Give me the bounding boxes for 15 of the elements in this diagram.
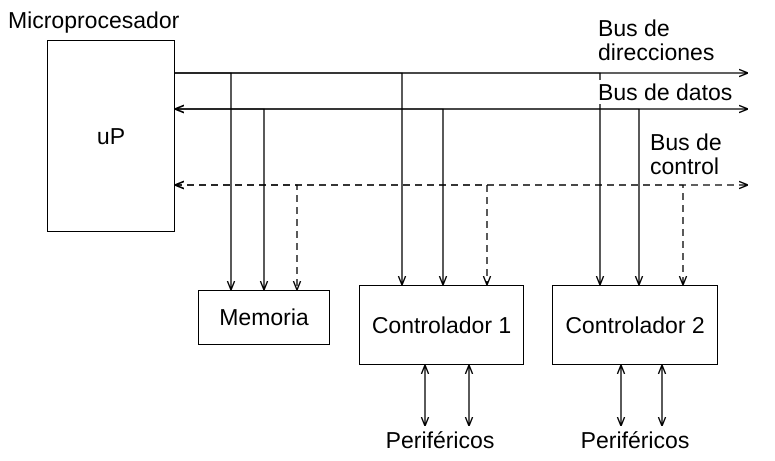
box-label: Controlador 2 [565,312,705,338]
arrow [464,364,474,427]
arrow [658,364,666,427]
arrow [174,104,644,286]
peripheral-text: Periféricos [370,428,510,453]
arrow [420,364,430,427]
arrow [174,180,688,286]
peripheral-text: Periféricos [565,428,705,453]
heading-text: Microprocesador [8,8,180,33]
arrow [175,72,604,286]
arrow [616,364,626,427]
box-label: uP [96,124,126,148]
box-label: Controlador 1 [372,312,512,338]
box-label: Memoria [219,305,309,330]
edge-label: Bus de datos [598,80,732,104]
